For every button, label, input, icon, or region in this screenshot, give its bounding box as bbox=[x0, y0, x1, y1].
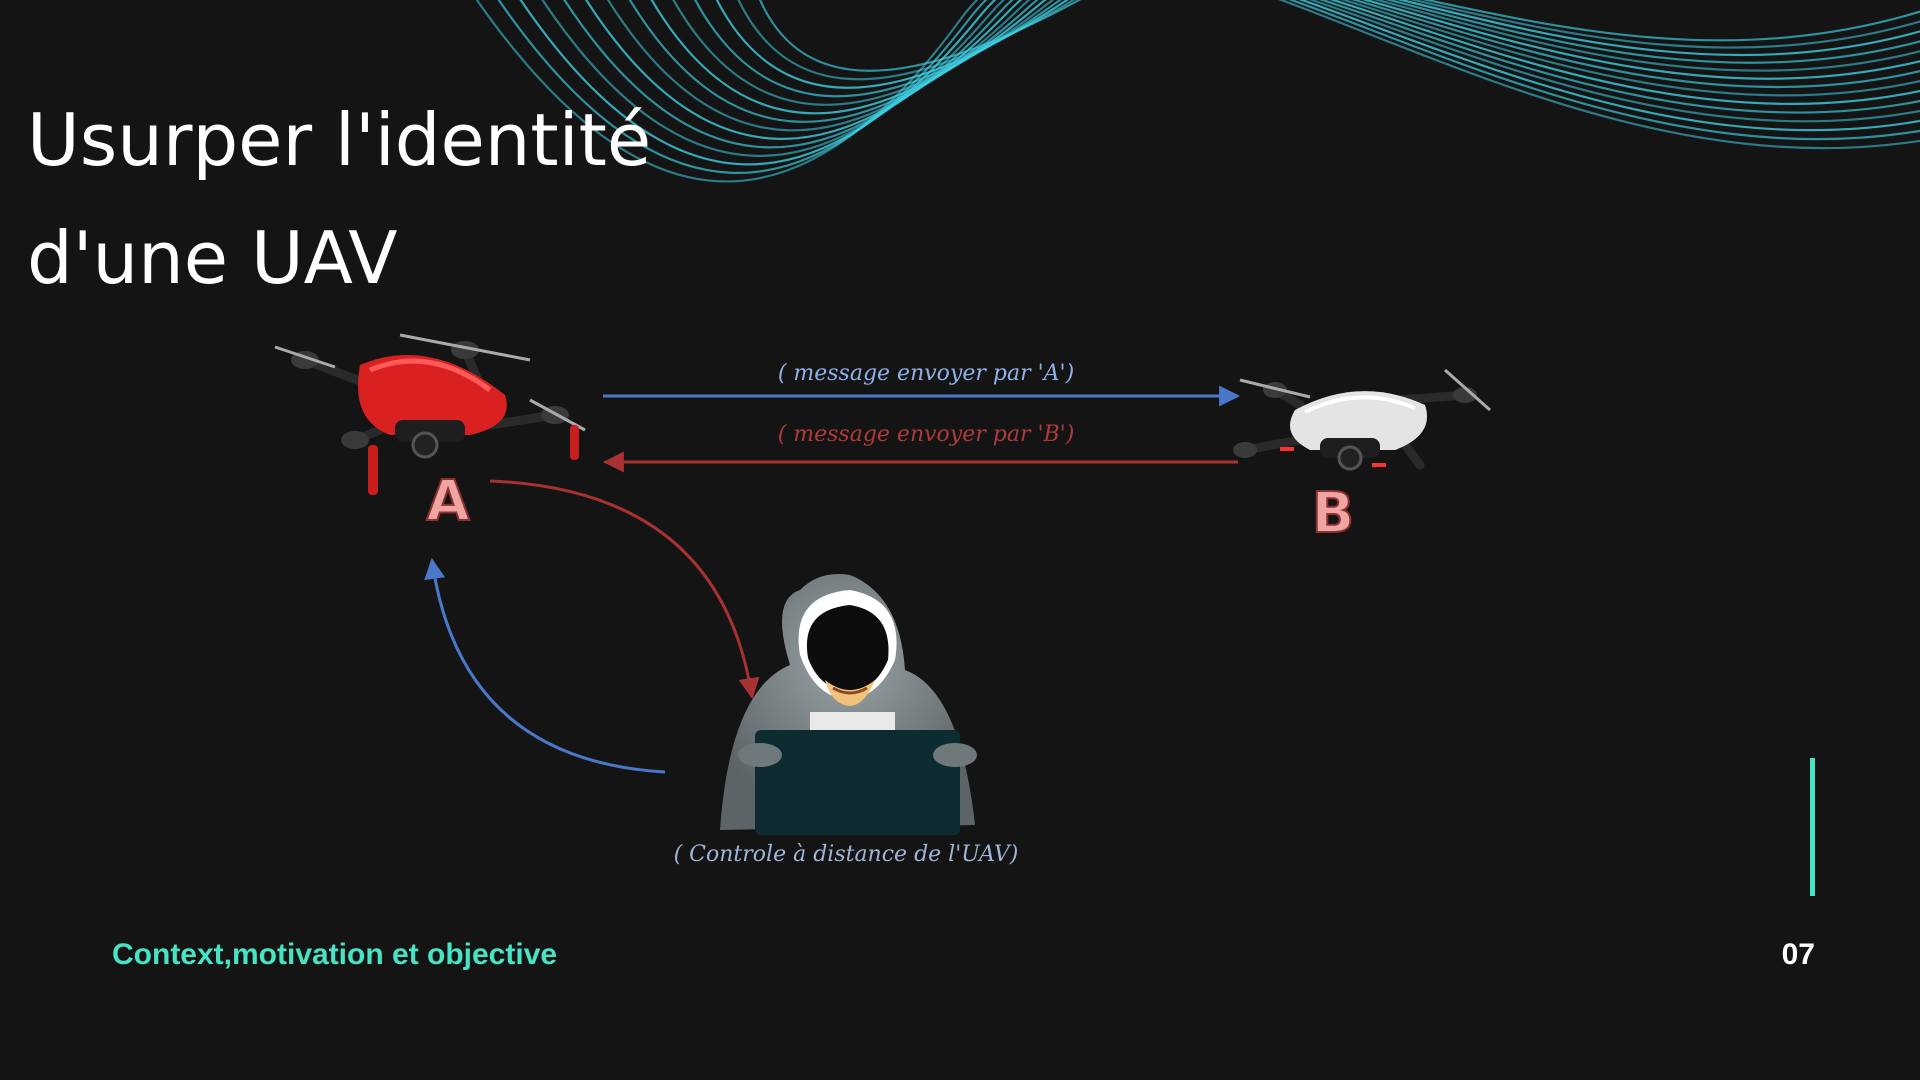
edge-label-b-to-a: ( message envoyer par 'B') bbox=[778, 422, 1075, 447]
wave-line bbox=[497, 0, 1920, 175]
wave-line bbox=[475, 0, 1920, 183]
node-label-b: B bbox=[1312, 481, 1355, 546]
wave-line bbox=[650, 0, 1920, 115]
wave-line bbox=[563, 0, 1920, 149]
wave-line bbox=[694, 0, 1920, 98]
attacker-caption: ( Controle à distance de l'UAV) bbox=[674, 842, 1019, 867]
wave-line bbox=[759, 0, 1920, 72]
wave-line bbox=[672, 0, 1920, 106]
wave-line bbox=[585, 0, 1920, 140]
wave-line bbox=[737, 0, 1920, 81]
slide-title-line-1: Usurper l'identité bbox=[27, 98, 652, 182]
wave-line bbox=[519, 0, 1920, 166]
arrow-attacker-to-a bbox=[424, 557, 666, 774]
page-number: 07 bbox=[1781, 938, 1815, 971]
arrow-a-to-attacker bbox=[489, 479, 760, 700]
slide-title-line-2: d'une UAV bbox=[27, 216, 398, 300]
footer-title: Context,motivation et objective bbox=[112, 938, 558, 971]
wave-line bbox=[628, 0, 1920, 123]
drone-b-icon bbox=[1233, 368, 1491, 471]
drone-a-icon bbox=[274, 333, 586, 495]
node-label-a: A bbox=[426, 469, 470, 534]
wave-line bbox=[606, 0, 1920, 132]
wave-line bbox=[541, 0, 1920, 157]
accent-bar bbox=[1810, 758, 1815, 896]
edge-label-a-to-b: ( message envoyer par 'A') bbox=[778, 361, 1074, 386]
hacker-icon bbox=[720, 574, 977, 835]
wave-line bbox=[715, 0, 1920, 89]
